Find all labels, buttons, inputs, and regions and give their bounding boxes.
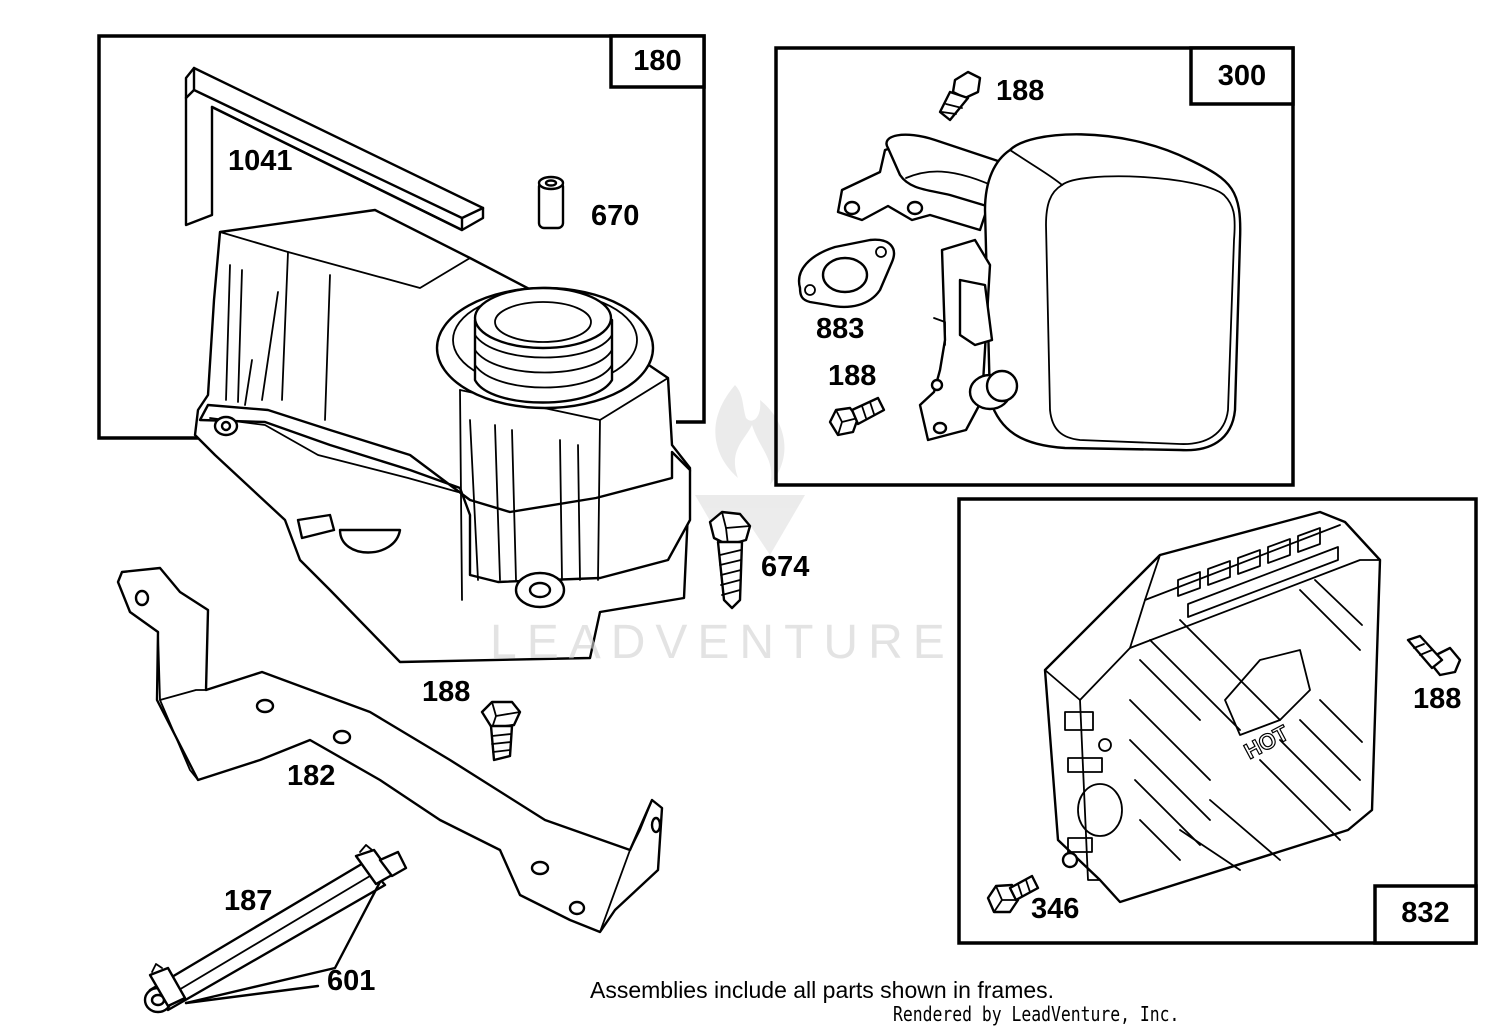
part-188-muffler-top-bolt <box>938 70 982 122</box>
part-346-bolt <box>986 874 1040 914</box>
assemblies-note: Assemblies include all parts shown in fr… <box>590 977 1055 1003</box>
part-188-center-bolt <box>480 700 522 762</box>
part-883-gasket <box>797 238 896 309</box>
frame-180-tag: 180 <box>633 45 682 77</box>
label-187: 187 <box>224 885 273 917</box>
frame-180 <box>97 34 706 440</box>
frame-180-tag-box <box>609 34 706 89</box>
render-credit: Rendered by LeadVenture, Inc. <box>893 1002 1180 1026</box>
label-674: 674 <box>761 551 810 583</box>
frame-300 <box>774 46 1295 487</box>
label-670: 670 <box>591 200 640 232</box>
label-188-muffler-top: 188 <box>996 75 1045 107</box>
guard-louvres <box>1177 527 1339 618</box>
label-346: 346 <box>1031 893 1080 925</box>
frame-300-tag: 300 <box>1217 60 1267 92</box>
label-1041: 1041 <box>228 145 293 177</box>
label-182: 182 <box>287 760 336 792</box>
label-188-guard: 188 <box>1413 683 1462 715</box>
frame-300-tag-box <box>1189 46 1295 106</box>
muffler-assembly <box>836 133 1242 452</box>
part-188-guard-bolt <box>1406 634 1462 677</box>
fuel-tank <box>193 208 692 664</box>
part-1041-bracket <box>184 66 485 232</box>
part-187-fuel-line <box>143 844 408 1014</box>
frame-832-tag-box <box>1373 884 1478 945</box>
frame-832-tag: 832 <box>1401 897 1450 929</box>
label-188-center: 188 <box>422 676 471 708</box>
watermark-text: LEADVENTURE <box>490 616 955 669</box>
part-188-muffler-bottom-bolt <box>828 396 886 437</box>
part-674-bolt <box>708 510 752 610</box>
label-188-muffler-bottom: 188 <box>828 360 877 392</box>
part-670-spacer <box>537 175 565 230</box>
label-883: 883 <box>816 313 865 345</box>
part-182-bracket <box>116 566 664 934</box>
part-832-muffler-guard: HOT <box>1043 510 1382 904</box>
frame-832 <box>957 497 1478 945</box>
label-601: 601 <box>327 965 376 997</box>
